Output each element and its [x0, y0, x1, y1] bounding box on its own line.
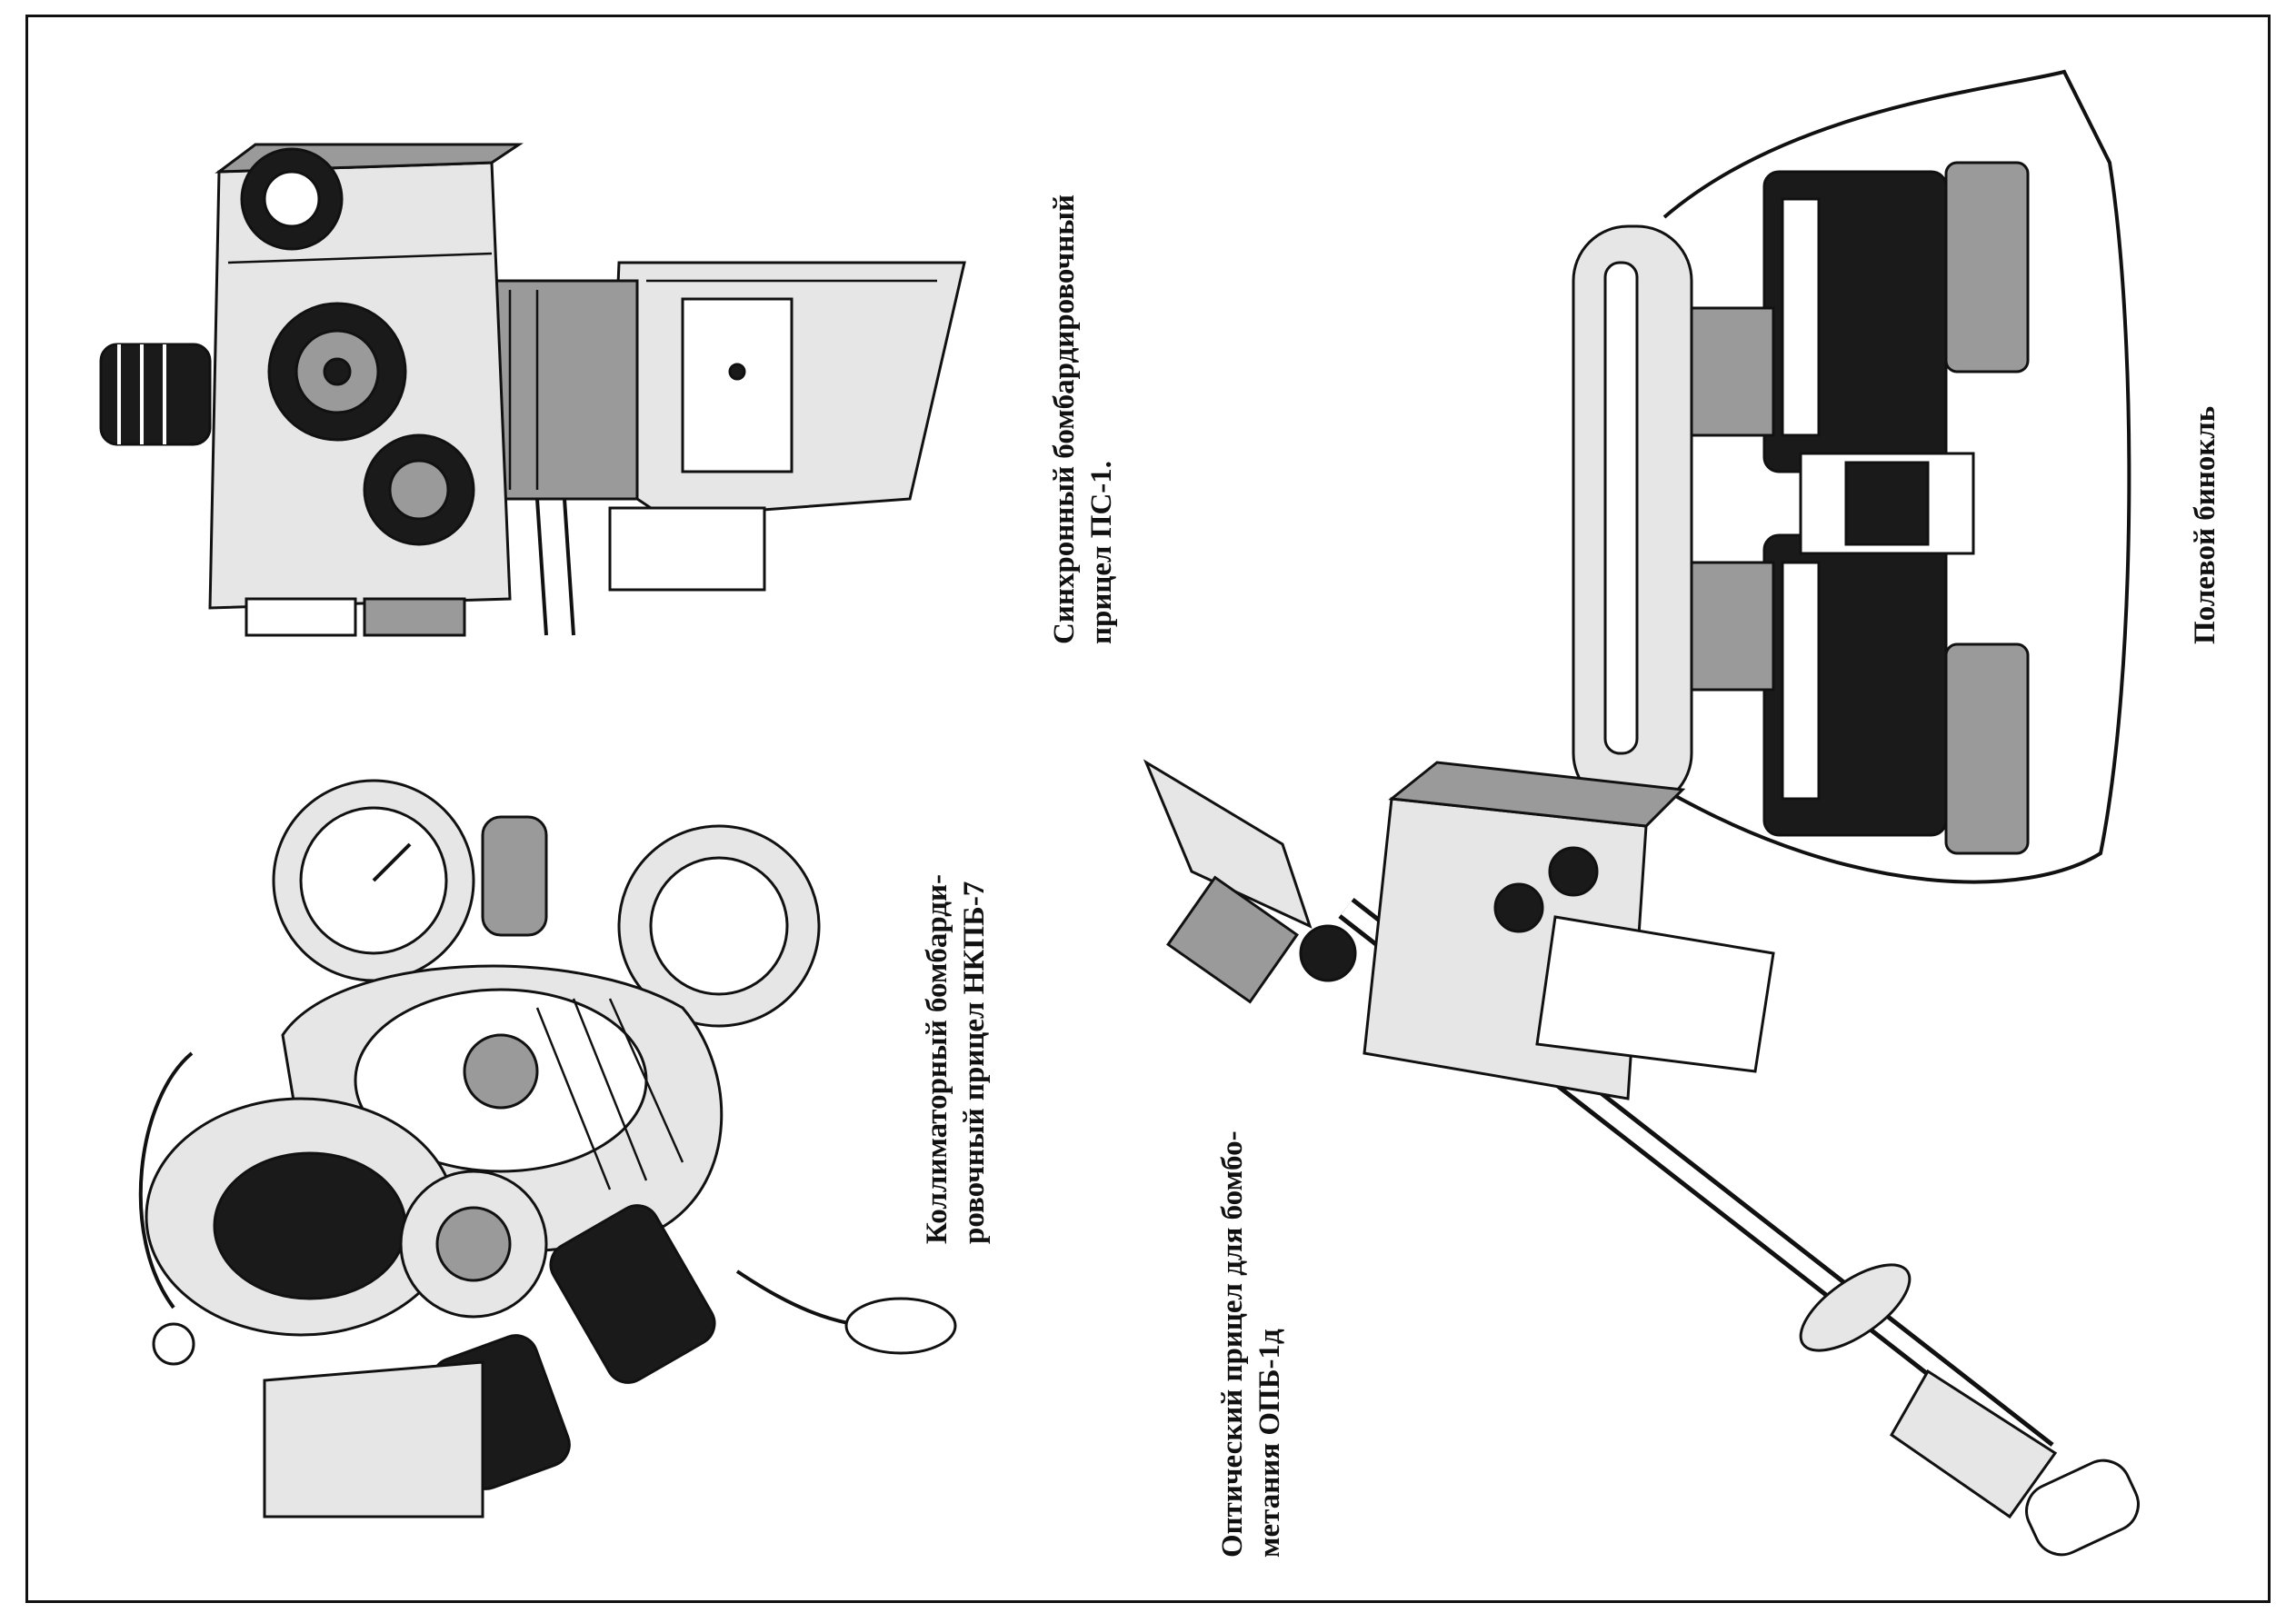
caption-opb1d-line2: метания ОПБ-1д	[1253, 1329, 1287, 1558]
caption-nkpb7-line1: Коллиматорный бомбарди-	[921, 874, 953, 1244]
caption-nkpb7-line2: ровочный прицел НКПБ-7	[958, 881, 992, 1244]
bombsight-ps1-icon	[99, 143, 966, 637]
document-page: Синхронный бомбардировочный прицел ПС-1.…	[25, 15, 2271, 1603]
optical-sight-icon	[1143, 759, 2140, 1557]
binocular-icon	[1572, 69, 2131, 884]
caption-ps1-line1: Синхронный бомбардировочный	[1048, 194, 1081, 644]
caption-binocular-line1: Полевой бинокль	[2189, 405, 2221, 644]
caption-ps1-line2: прицел ПС-1.	[1085, 460, 1119, 644]
caption-opb1d-line1: Оптический прицел для бомбо-	[1216, 1130, 1249, 1558]
caption-binocular: Полевой бинокль	[2187, 406, 2224, 644]
collimator-sight-icon	[138, 779, 957, 1518]
caption-opb1d: Оптический прицел для бомбо- метания ОПБ…	[1214, 1130, 1290, 1558]
caption-ps1: Синхронный бомбардировочный прицел ПС-1.	[1046, 194, 1122, 644]
caption-nkpb7: Коллиматорный бомбарди- ровочный прицел …	[919, 874, 994, 1244]
